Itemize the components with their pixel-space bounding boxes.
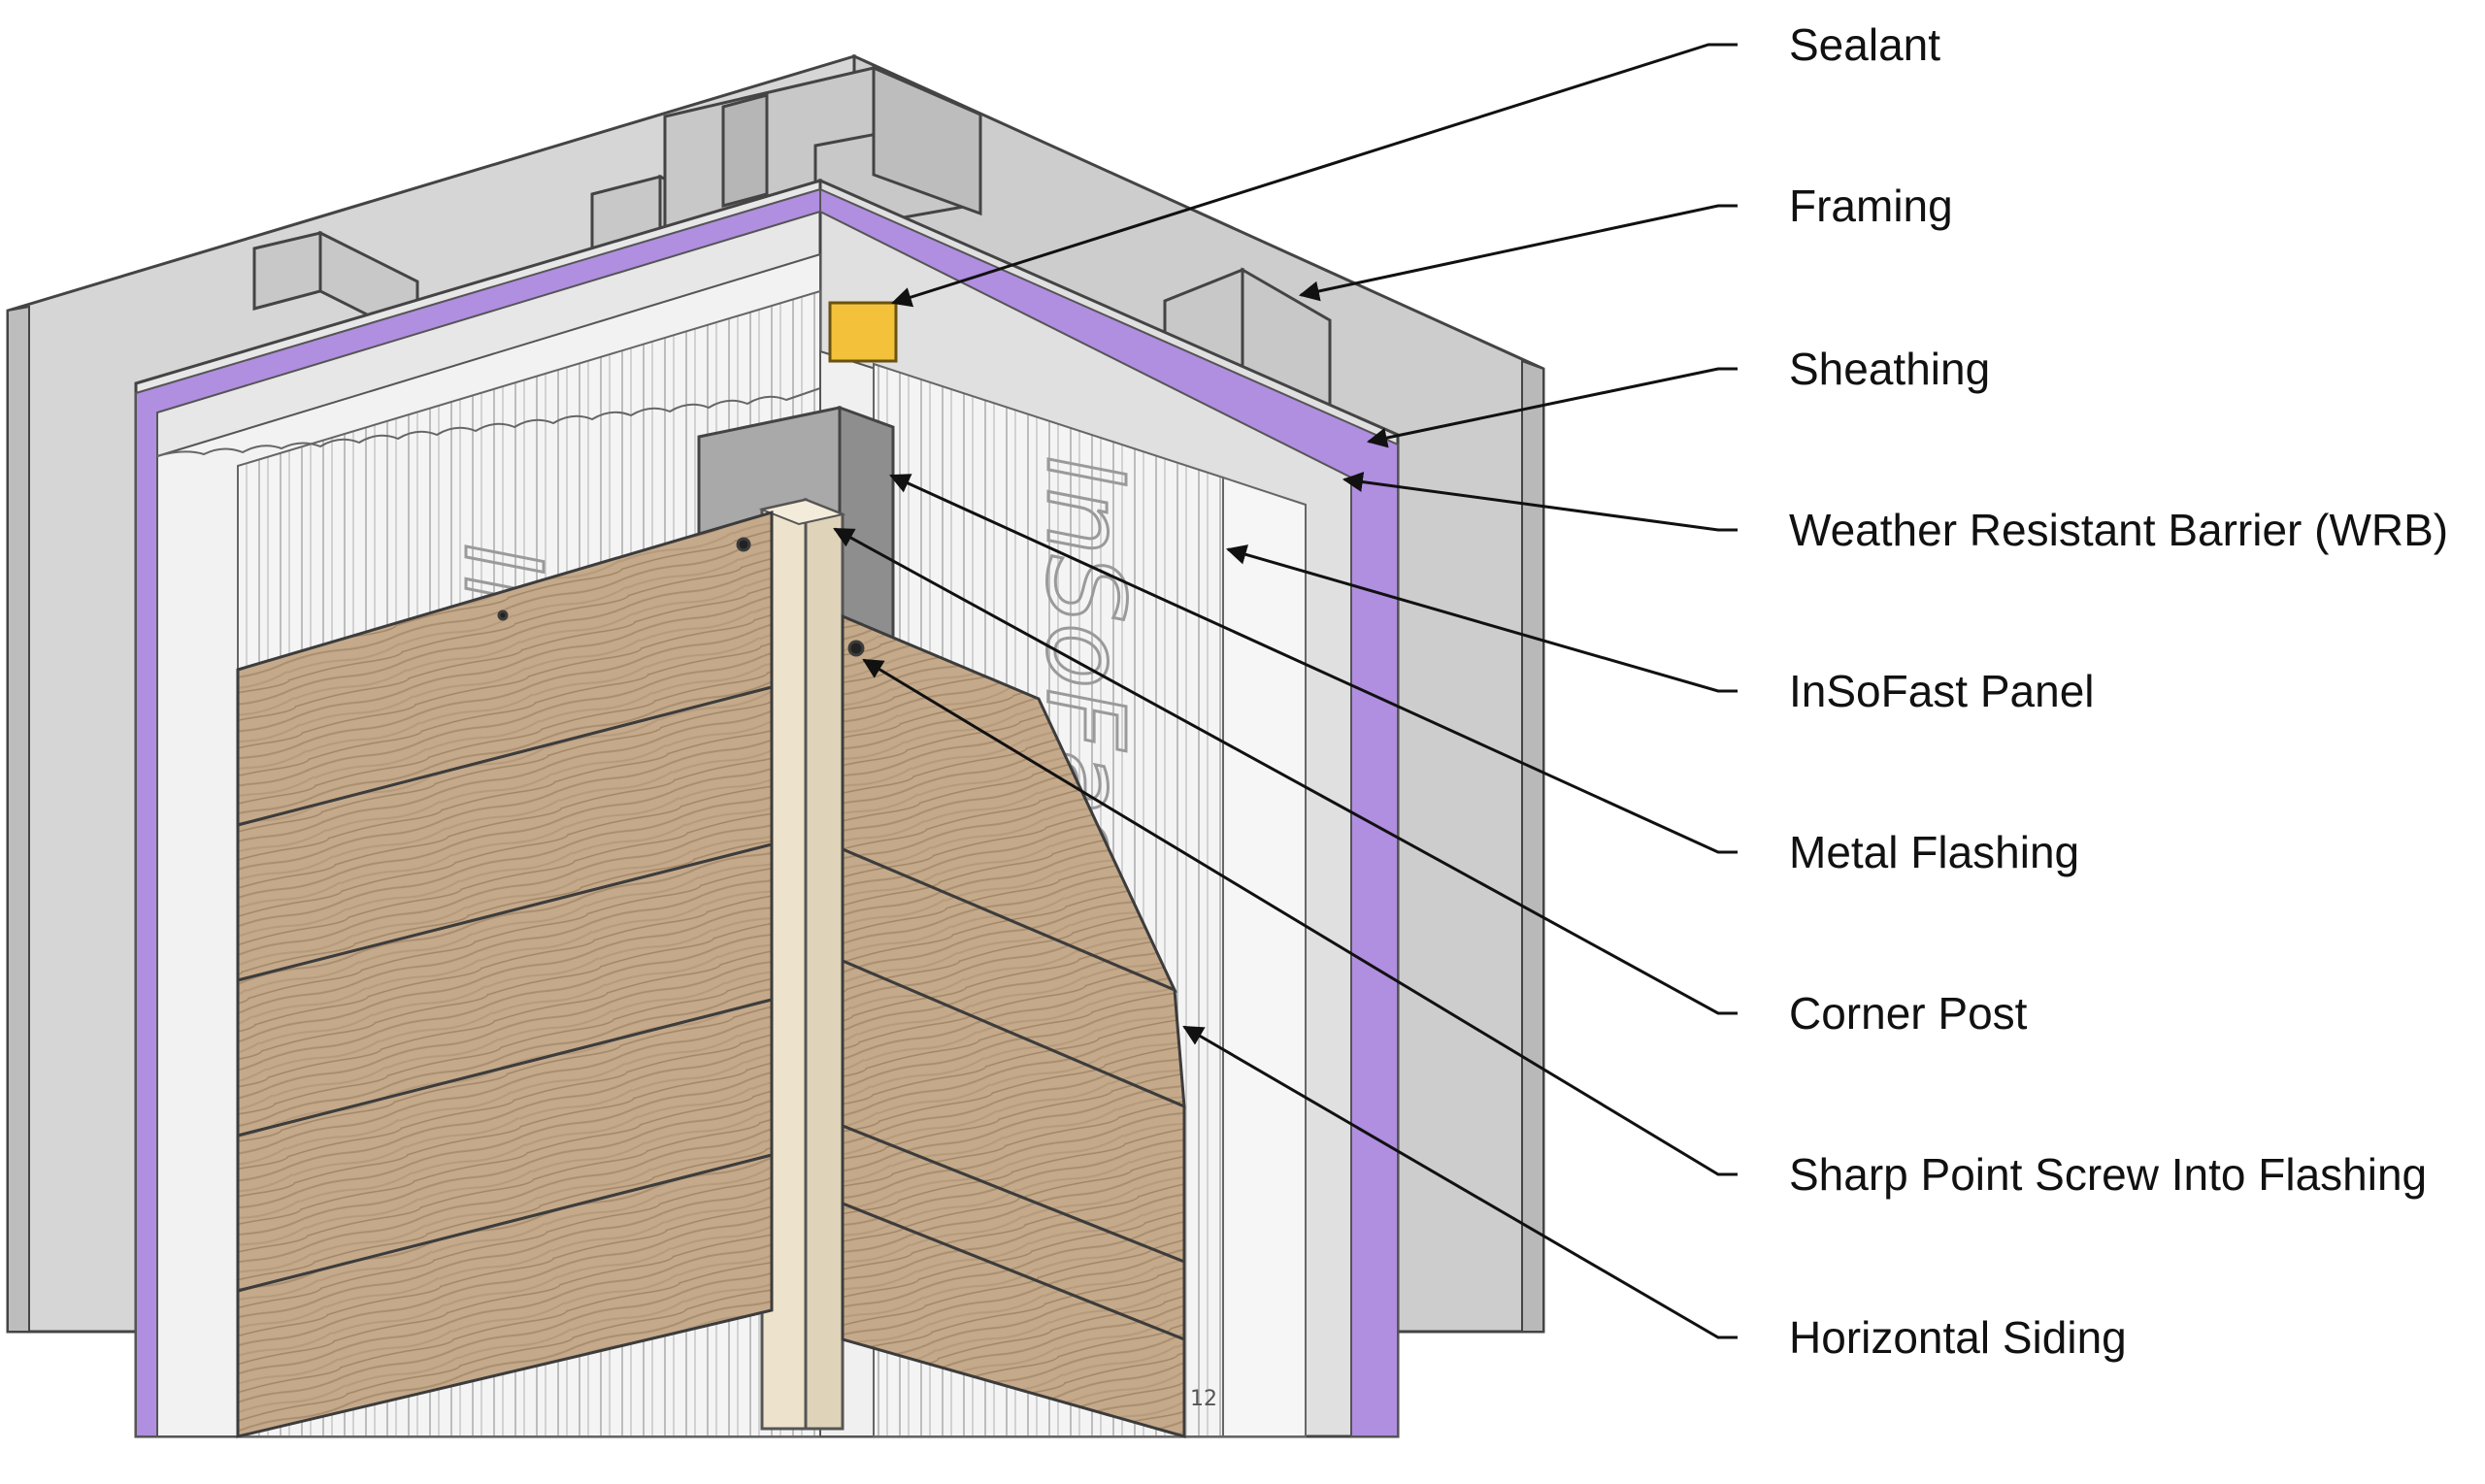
weather-resistant-barrier — [135, 187, 1399, 1437]
callout-framing: Framing — [1789, 181, 1953, 231]
leader-lines — [833, 43, 1738, 1339]
callout-horizontal-siding: Horizontal Siding — [1789, 1312, 2127, 1363]
panel-marking: 12 — [1190, 1387, 1217, 1411]
callout-sheathing: Sheathing — [1789, 344, 1990, 394]
corner-post — [758, 497, 846, 1431]
callout-sealant: Sealant — [1789, 19, 1940, 70]
callout-labels: Sealant Framing Sheathing Weather Resist… — [1789, 19, 2448, 1363]
callout-insofast-panel: InSoFast Panel — [1789, 666, 2095, 716]
callout-metal-flashing: Metal Flashing — [1789, 827, 2079, 877]
callout-wrb: Weather Resistant Barrier (WRB) — [1789, 505, 2448, 555]
callout-corner-post: Corner Post — [1789, 988, 2028, 1039]
horizontal-siding-left — [236, 510, 774, 1438]
callout-sharp-point-screw: Sharp Point Screw Into Flashing — [1789, 1149, 2427, 1200]
sealant-bead — [828, 301, 898, 363]
metal-framing — [252, 65, 1332, 411]
horizontal-siding-right — [841, 613, 1186, 1438]
